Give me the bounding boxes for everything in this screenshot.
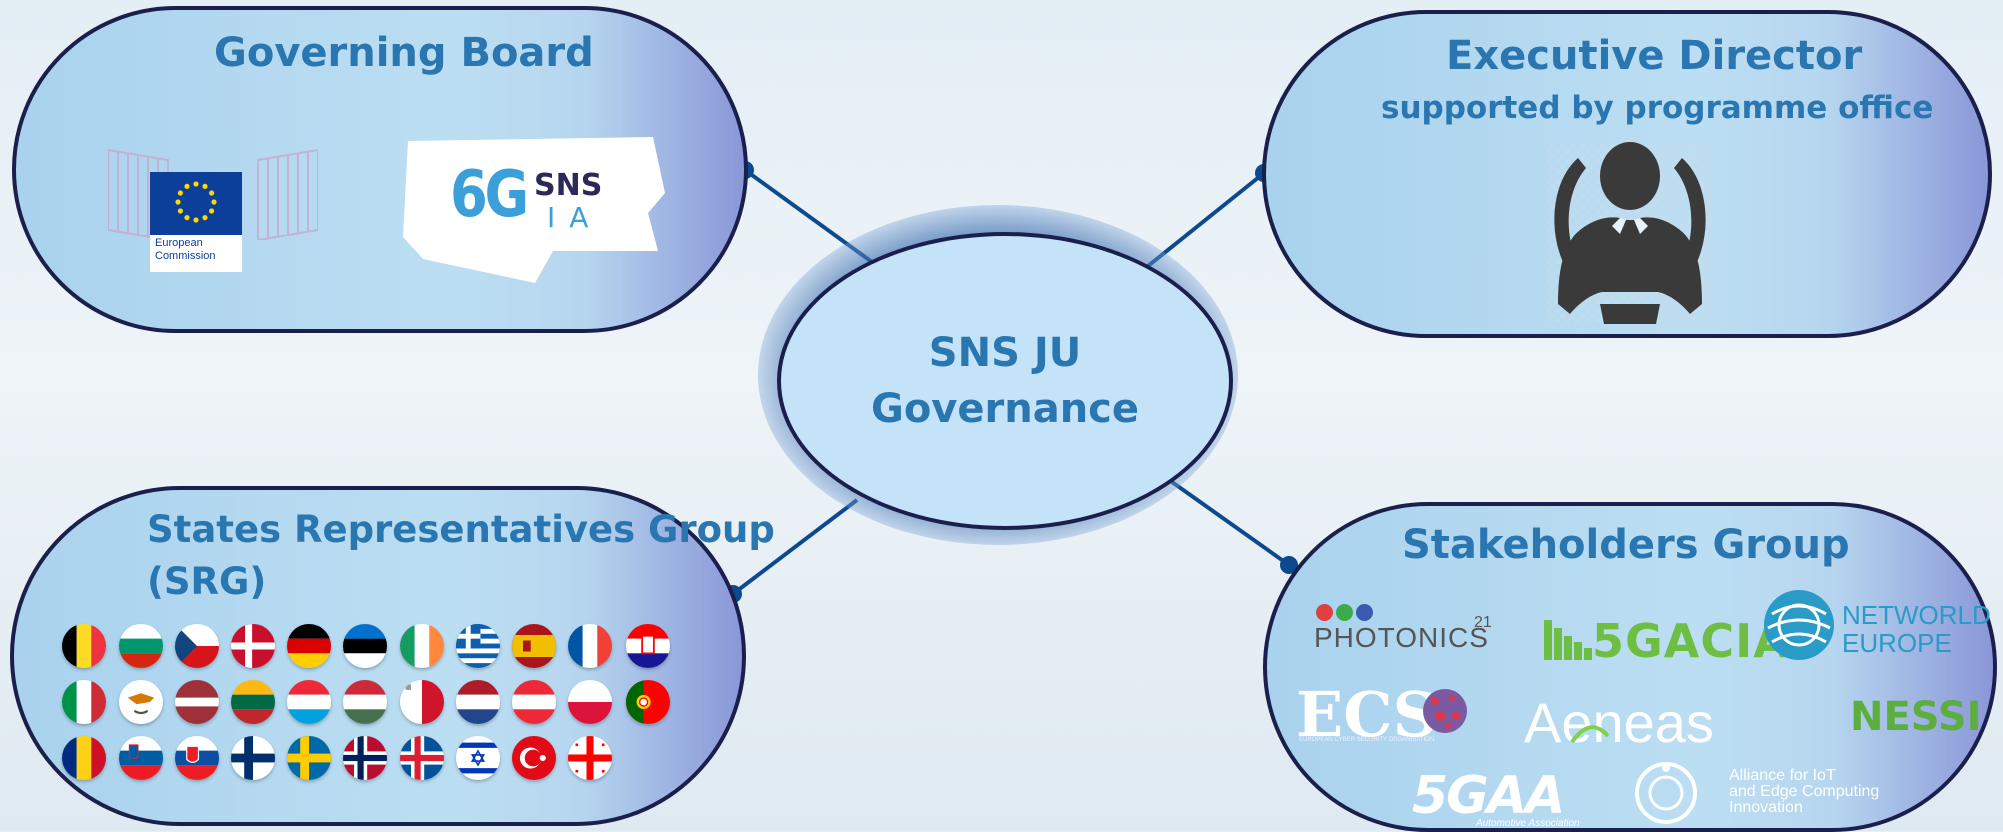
flag-austria-icon xyxy=(512,680,556,724)
flag-croatia-icon xyxy=(626,624,670,668)
aioti-circle-icon xyxy=(1635,762,1697,824)
flag-latvia-icon xyxy=(175,680,219,724)
flag-estonia-icon xyxy=(343,624,387,668)
flag-malta-icon xyxy=(400,680,444,724)
businessman-icon xyxy=(1548,142,1712,324)
flag-denmark-icon xyxy=(231,624,275,668)
photonics-dot-blue-icon xyxy=(1356,604,1373,621)
flag-italy-icon xyxy=(62,680,106,724)
connector-executive-director xyxy=(1146,171,1266,268)
flag-turkey-icon xyxy=(512,736,556,780)
center-title-line1: SNS JU xyxy=(928,330,1082,376)
center-title-line2: Governance xyxy=(870,386,1140,432)
sixg-sns-card xyxy=(403,137,665,283)
5gacia-logo: 5GACIA xyxy=(1592,614,1790,668)
flag-hungary-icon xyxy=(343,680,387,724)
executive-director-title: Executive Director xyxy=(1446,33,1863,79)
photonics-dot-green-icon xyxy=(1336,604,1353,621)
flag-greece-icon xyxy=(456,624,500,668)
states-group-title-line2: (SRG) xyxy=(147,560,267,603)
center-node: SNS JU Governance xyxy=(777,232,1233,530)
flag-iceland-icon xyxy=(400,736,444,780)
acia-bars-icon xyxy=(1544,620,1592,660)
networld-globe-icon xyxy=(1764,590,1834,660)
stakeholders-group-node xyxy=(1263,502,1997,832)
5gaa-logo-tagline: Automotive Association xyxy=(1476,818,1580,829)
flag-slovakia-icon xyxy=(175,736,219,780)
connector-states-group xyxy=(731,498,859,596)
connector-stakeholders-group xyxy=(1170,480,1291,567)
flag-slovenia-icon xyxy=(119,736,163,780)
nessi-logo: NESSI xyxy=(1850,694,1982,740)
photonics-dot-red-icon xyxy=(1316,604,1333,621)
aeneas-swoosh-icon xyxy=(1570,725,1610,744)
flag-luxembourg-icon xyxy=(287,680,331,724)
stakeholders-group-title: Stakeholders Group xyxy=(1402,522,1850,568)
flag-lithuania-icon xyxy=(231,680,275,724)
sixg-logo-sns: SNS xyxy=(534,168,603,203)
ecs-sphere-icon xyxy=(1423,689,1467,733)
flag-israel-icon xyxy=(456,736,500,780)
flag-france-icon xyxy=(568,624,612,668)
flag-czechia-icon xyxy=(175,624,219,668)
aioti-logo: Alliance for IoT and Edge Computing Inno… xyxy=(1729,767,1880,816)
ecs-logo: ECS xyxy=(1296,678,1438,751)
flag-romania-icon xyxy=(62,736,106,780)
flag-germany-icon xyxy=(287,624,331,668)
flag-netherlands-icon xyxy=(456,680,500,724)
flag-poland-icon xyxy=(568,680,612,724)
photonics21-logo-sup: 21 xyxy=(1474,614,1492,631)
ecs-logo-tagline: EUROPEAN CYBER SECURITY ORGANISATION xyxy=(1299,737,1435,743)
aeneas-logo: Aeneas xyxy=(1524,691,1714,754)
flag-ireland-icon xyxy=(400,624,444,668)
states-group-title-line1: States Representatives Group xyxy=(147,508,775,551)
ec-logo-box xyxy=(150,232,242,272)
flag-sweden-icon xyxy=(287,736,331,780)
flag-belgium-icon xyxy=(62,624,106,668)
ec-logo-text: European Commission xyxy=(155,237,216,262)
executive-director-subtitle: supported by programme office xyxy=(1381,90,1934,126)
flag-portugal-icon xyxy=(626,680,670,724)
photonics21-logo: PHOTONICS xyxy=(1314,622,1489,653)
5gaa-logo: 5GAA xyxy=(1412,766,1565,826)
flag-bulgaria-icon xyxy=(119,624,163,668)
networld-logo-line2: EUROPE xyxy=(1842,628,1952,658)
flag-spain-icon xyxy=(512,624,556,668)
governing-board-title: Governing Board xyxy=(214,30,594,76)
flag-georgia-icon xyxy=(568,736,612,780)
flag-norway-icon xyxy=(343,736,387,780)
sixg-logo-ia: IA xyxy=(547,201,603,234)
eu-flag-icon xyxy=(150,172,242,232)
sixg-logo-big: 6G xyxy=(450,158,529,232)
flag-finland-icon xyxy=(231,736,275,780)
flag-cyprus-icon xyxy=(119,680,163,724)
networld-logo-line1: NETWORLD xyxy=(1842,600,1991,630)
